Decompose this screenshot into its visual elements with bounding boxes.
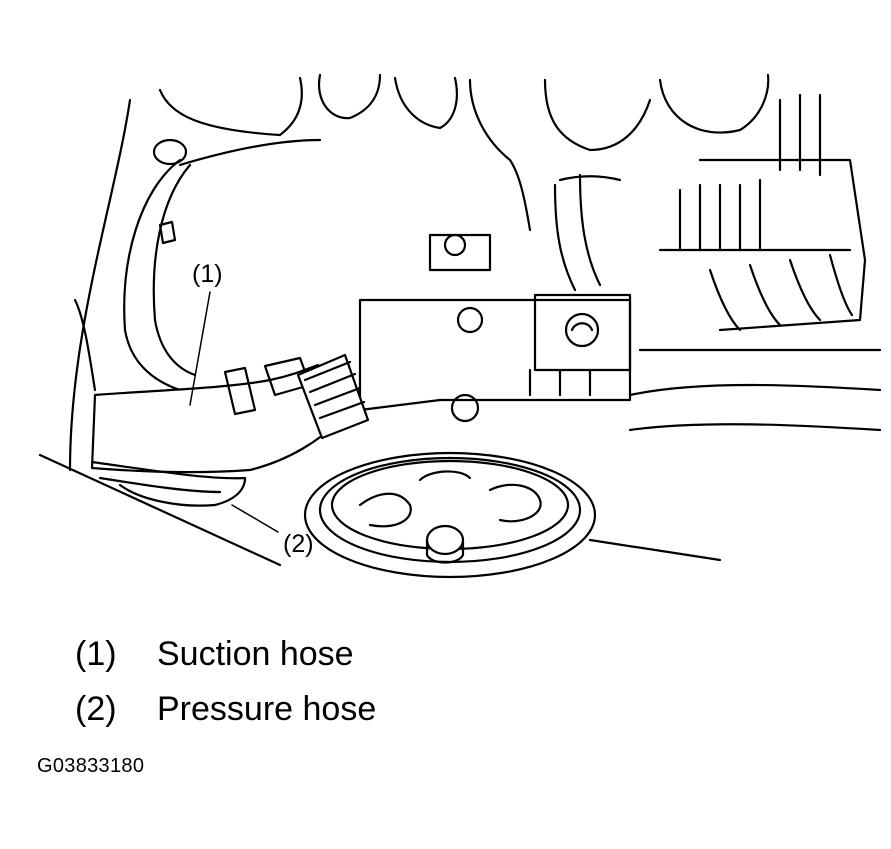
frame-line-right bbox=[588, 538, 722, 562]
engine-block-outline bbox=[68, 73, 882, 472]
pressure-hose bbox=[90, 460, 247, 507]
callout-label-1: (1) bbox=[192, 260, 223, 288]
legend-text: Suction hose bbox=[157, 635, 354, 673]
suction-hose bbox=[90, 353, 370, 474]
pump-pulley bbox=[303, 451, 597, 579]
figure-id: G03833180 bbox=[37, 755, 145, 777]
frame-line bbox=[38, 453, 282, 567]
legend-item-pressure-hose: (2) Pressure hose bbox=[75, 689, 376, 729]
leader-line-2 bbox=[231, 504, 279, 533]
legend-number: (2) bbox=[75, 690, 117, 728]
callout-label-2: (2) bbox=[283, 530, 314, 558]
pump-bracket bbox=[358, 233, 632, 423]
intake-duct bbox=[123, 138, 322, 392]
legend-item-suction-hose: (1) Suction hose bbox=[75, 634, 354, 674]
engine-illustration: (1) (2) bbox=[38, 73, 882, 579]
legend-text: Pressure hose bbox=[157, 690, 377, 728]
leader-line-1 bbox=[189, 291, 211, 406]
legend-number: (1) bbox=[75, 635, 117, 673]
